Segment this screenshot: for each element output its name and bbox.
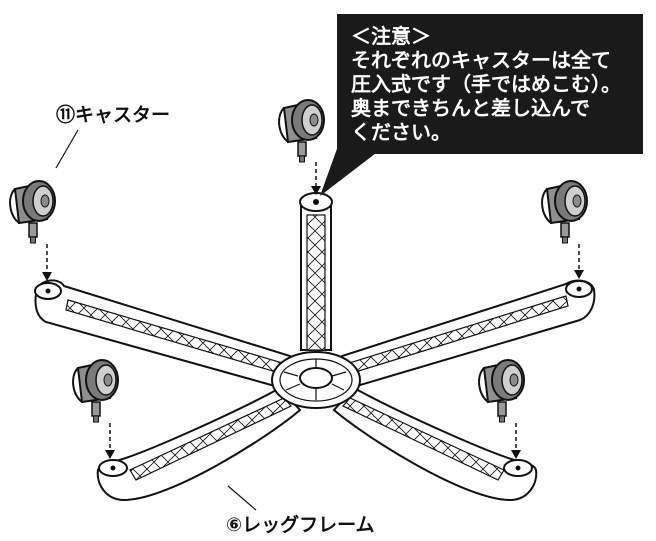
leg-frame — [34, 192, 596, 502]
leg-leader-line — [227, 485, 257, 511]
caution-line-4: ください。 — [351, 120, 451, 144]
caster-right — [541, 180, 588, 244]
down-arrow — [42, 272, 52, 281]
caster-top — [278, 99, 325, 163]
leg-frame-label: ⑥レッグフレーム — [226, 514, 375, 536]
caster-left — [9, 180, 56, 244]
caution-line-2: 圧入式です（手ではめこむ）。 — [351, 72, 621, 96]
caster-label: ⑪キャスター — [56, 104, 171, 126]
down-arrow — [574, 270, 584, 279]
down-arrow — [311, 186, 321, 195]
caster-leader-line — [55, 129, 79, 169]
caution-heading: ＜注意＞ — [351, 24, 431, 48]
caution-line-3: 奥まできちんと差し込んで — [351, 96, 590, 120]
down-arrow — [511, 450, 521, 459]
caution-note: ＜注意＞ それぞれのキャスターは全て 圧入式です（手ではめこむ）。 奥まできちん… — [337, 14, 643, 154]
caution-line-1: それぞれのキャスターは全て — [351, 48, 611, 72]
caster-front-left — [72, 359, 119, 423]
callout-pointer — [320, 146, 380, 196]
caster-front-right — [478, 359, 525, 423]
down-arrow — [105, 450, 115, 459]
